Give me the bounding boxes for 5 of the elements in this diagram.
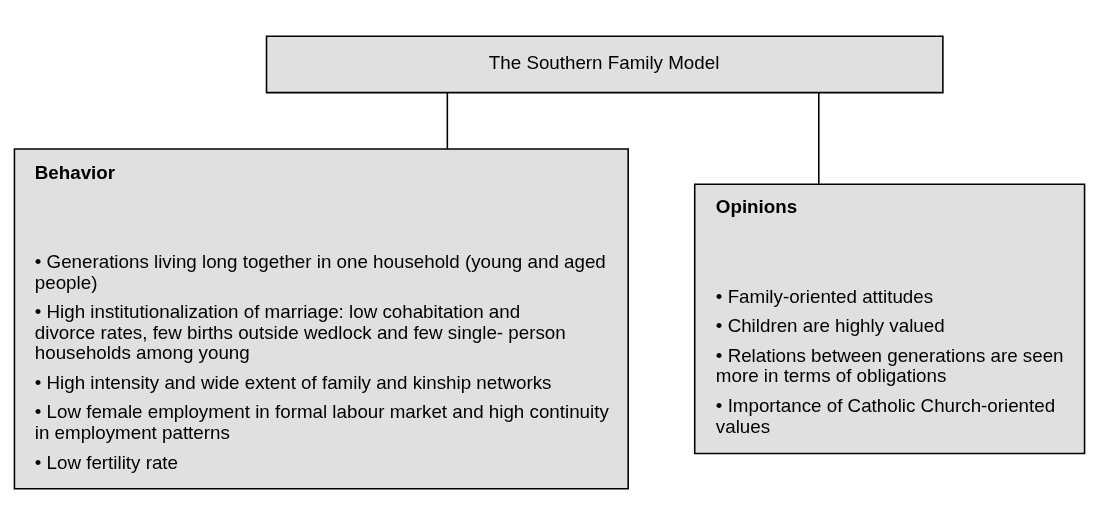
node-box: Behavior • Generations living long together in one household (young and aged people) • High institutionalization of marriage: low cohabitation and divorce rates, few births outside wedlock and few single- person households among young • High intensity and wide extent of family and kinship networks • Low female employment in formal labour market and high continuity in employment patterns • Low fertility rate — [13, 148, 629, 490]
node-box: The Southern Family Model — [265, 35, 944, 94]
connector — [818, 91, 820, 185]
node-box: Opinions • Family-oriented attitudes • Children are highly valued • Relations between generations are seen more in terms of obligations • Importance of Catholic Church-oriented values — [693, 183, 1086, 455]
connector — [446, 91, 449, 150]
